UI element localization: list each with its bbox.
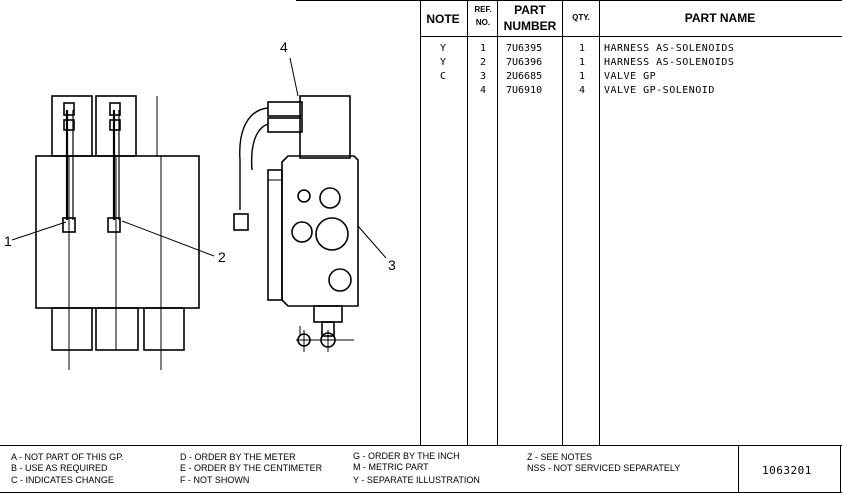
row-part-number: 7U6395	[506, 43, 543, 54]
column-divider	[467, 0, 468, 445]
legend-z: Z - SEE NOTES	[527, 452, 593, 462]
legend-nss: NSS - NOT SERVICED SEPARATELY	[527, 463, 681, 473]
row-part-name: VALVE GP-SOLENOID	[604, 85, 715, 96]
row-ref: 1	[479, 43, 487, 54]
legend-a: A - NOT PART OF THIS GP.	[11, 452, 124, 462]
legend-c: C - INDICATES CHANGE	[11, 475, 114, 485]
legend-top-rule	[0, 445, 842, 446]
row-qty: 4	[578, 85, 586, 96]
row-note: Y	[439, 43, 447, 54]
parts-table: NOTE REF. NO. PART NUMBER QTY. PART NAME…	[420, 0, 842, 445]
table-border-left	[420, 0, 421, 445]
legend-b: B - USE AS REQUIRED	[11, 463, 108, 473]
header-part-line2: NUMBER	[503, 19, 557, 33]
row-qty: 1	[578, 57, 586, 68]
table-row: C 3 2U6685 1 VALVE GP	[420, 72, 840, 82]
legend-f: F - NOT SHOWN	[180, 475, 250, 485]
valve-drawing	[11, 57, 387, 370]
row-part-name: HARNESS AS-SOLENOIDS	[604, 57, 735, 68]
header-rule	[420, 36, 842, 37]
legend-g: G - ORDER BY THE INCH	[353, 451, 460, 461]
row-part-name: HARNESS AS-SOLENOIDS	[604, 43, 735, 54]
parts-illustration: 1 2 3 4	[0, 0, 420, 445]
column-divider	[562, 0, 563, 445]
column-divider	[497, 0, 498, 445]
row-ref: 2	[479, 57, 487, 68]
callout-2: 2	[218, 249, 226, 265]
legend-y: Y - SEPARATE ILLUSTRATION	[353, 475, 480, 485]
legend-m: M - METRIC PART	[353, 462, 429, 472]
column-divider	[599, 0, 600, 445]
header-ref-line1: REF.	[474, 5, 492, 14]
callout-3: 3	[388, 257, 396, 273]
row-ref: 3	[479, 71, 487, 82]
header-qty: QTY.	[572, 13, 590, 22]
header-ref: REF. NO.	[470, 3, 496, 29]
row-ref: 4	[479, 85, 487, 96]
callout-1: 1	[4, 233, 12, 249]
legend-e: E - ORDER BY THE CENTIMETER	[180, 463, 323, 473]
row-note: Y	[439, 57, 447, 68]
legend-right-rule	[840, 445, 841, 493]
row-part-number: 7U6396	[506, 57, 543, 68]
header-part-line1: PART	[514, 3, 546, 17]
row-qty: 1	[578, 43, 586, 54]
table-row: 4 7U6910 4 VALVE GP-SOLENOID	[420, 86, 840, 96]
header-note: NOTE	[426, 12, 460, 26]
callout-4: 4	[280, 39, 288, 55]
legend-divider	[738, 445, 739, 493]
top-border	[296, 0, 842, 1]
row-part-number: 2U6685	[506, 71, 543, 82]
table-row: Y 2 7U6396 1 HARNESS AS-SOLENOIDS	[420, 58, 840, 68]
row-qty: 1	[578, 71, 586, 82]
header-part-name: PART NAME	[684, 11, 756, 25]
drawing-number: 1063201	[762, 464, 812, 477]
row-part-number: 7U6910	[506, 85, 543, 96]
legend-d: D - ORDER BY THE METER	[180, 452, 296, 462]
header-ref-line2: NO.	[475, 18, 491, 27]
row-part-name: VALVE GP	[604, 71, 657, 82]
table-row: Y 1 7U6395 1 HARNESS AS-SOLENOIDS	[420, 44, 840, 54]
row-note: C	[439, 71, 447, 82]
legend: A - NOT PART OF THIS GP. B - USE AS REQU…	[0, 445, 842, 493]
header-part-number: PART NUMBER	[499, 2, 561, 34]
